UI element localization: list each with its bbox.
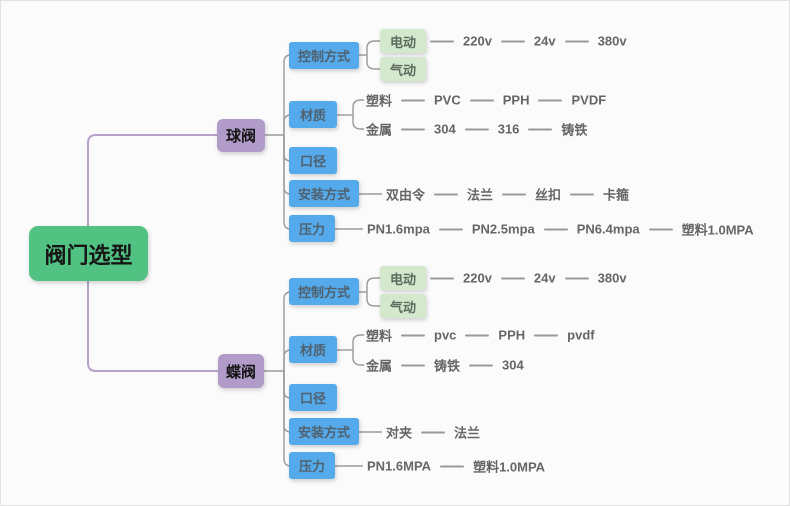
leaf-node-install-item[interactable]: 双由令: [386, 187, 426, 203]
leaf-node-metal[interactable]: 金属: [366, 122, 393, 138]
connector-dash: [430, 40, 454, 42]
chain-voltages-ball: 220v 24v 380v: [430, 34, 627, 49]
connector-dash: [401, 334, 426, 336]
chain-installation-ball: 双由令 法兰 丝扣 卡箍: [386, 185, 629, 204]
leaf-node-electric-ball[interactable]: 电动: [380, 29, 426, 53]
connector-dash: [528, 128, 553, 130]
leaf-node-install-item[interactable]: 法兰: [467, 187, 494, 203]
connector-dash: [543, 228, 568, 230]
chain-metal-butterfly: 金属 铸铁 304: [366, 356, 524, 375]
leaf-node-pressure-item[interactable]: PN6.4mpa: [576, 221, 640, 237]
connector-dash: [401, 364, 426, 366]
topic-node-control-butterfly[interactable]: 控制方式: [289, 278, 359, 305]
connector-dash: [430, 277, 454, 279]
topic-node-diameter-butterfly[interactable]: 口径: [289, 384, 337, 411]
topic-node-diameter-ball[interactable]: 口径: [289, 147, 337, 174]
connector-dash: [648, 228, 673, 230]
leaf-node-material-item[interactable]: PVC: [434, 92, 461, 108]
leaf-node-pressure-item[interactable]: PN1.6mpa: [367, 221, 430, 237]
leaf-node-voltage[interactable]: 24v: [533, 270, 556, 286]
connector-dash: [564, 277, 589, 279]
topic-node-pressure-butterfly[interactable]: 压力: [289, 452, 335, 479]
connector-dash: [421, 431, 446, 433]
chain-pressure-ball: PN1.6mpa PN2.5mpa PN6.4mpa 塑料1.0MPA: [367, 220, 754, 239]
leaf-node-pressure-item[interactable]: PN2.5mpa: [471, 221, 535, 237]
connector-dash: [469, 364, 494, 366]
chain-pressure-butterfly: PN1.6MPA 塑料1.0MPA: [367, 457, 545, 476]
leaf-node-material-item[interactable]: PVDF: [571, 92, 607, 108]
leaf-node-voltage[interactable]: 380v: [597, 270, 627, 286]
connector-dash: [500, 277, 525, 279]
connector-dash: [465, 334, 490, 336]
connector-dash: [500, 40, 525, 42]
leaf-node-material-item[interactable]: 铸铁: [561, 122, 588, 138]
leaf-node-install-item[interactable]: 丝扣: [535, 187, 562, 203]
topic-node-installation-ball[interactable]: 安装方式: [289, 180, 359, 207]
topic-node-material-butterfly[interactable]: 材质: [289, 336, 337, 363]
leaf-node-voltage[interactable]: 380v: [597, 33, 627, 49]
leaf-node-install-item[interactable]: 对夹: [386, 425, 413, 441]
topic-node-pressure-ball[interactable]: 压力: [289, 215, 335, 242]
chain-plastic-ball: 塑料 PVC PPH PVDF: [366, 91, 606, 110]
connector-dash: [438, 228, 463, 230]
leaf-node-pneumatic-butterfly[interactable]: 气动: [380, 294, 426, 318]
root-node-valve-selection[interactable]: 阀门选型: [29, 226, 148, 281]
leaf-node-material-item[interactable]: 304: [434, 121, 456, 137]
topic-node-control-ball[interactable]: 控制方式: [289, 42, 359, 69]
branch-node-butterfly-valve[interactable]: 蝶阀: [218, 354, 264, 388]
chain-voltages-butterfly: 220v 24v 380v: [430, 271, 627, 286]
leaf-node-material-item[interactable]: 304: [502, 357, 524, 373]
connector-dash: [564, 40, 589, 42]
leaf-node-material-item[interactable]: pvc: [434, 327, 457, 343]
connector-dash: [464, 128, 489, 130]
leaf-node-install-item[interactable]: 卡箍: [603, 187, 630, 203]
chain-plastic-butterfly: 塑料 pvc PPH pvdf: [366, 326, 595, 345]
leaf-node-pneumatic-ball[interactable]: 气动: [380, 57, 426, 81]
topic-node-material-ball[interactable]: 材质: [289, 101, 337, 128]
connector-dash: [401, 128, 426, 130]
leaf-node-install-item[interactable]: 法兰: [454, 425, 481, 441]
leaf-node-metal[interactable]: 金属: [366, 358, 393, 374]
connector-dash: [469, 99, 494, 101]
branch-node-ball-valve[interactable]: 球阀: [217, 119, 265, 152]
leaf-node-material-item[interactable]: 316: [497, 121, 520, 137]
leaf-node-electric-butterfly[interactable]: 电动: [380, 266, 426, 290]
leaf-node-pressure-item[interactable]: 塑料1.0MPA: [681, 222, 754, 238]
leaf-node-material-item[interactable]: PPH: [502, 92, 530, 108]
connector-dash: [440, 465, 465, 467]
leaf-node-pressure-item[interactable]: PN1.6MPA: [367, 458, 432, 474]
leaf-node-material-item[interactable]: 铸铁: [434, 358, 461, 374]
topic-node-installation-butterfly[interactable]: 安装方式: [289, 418, 359, 445]
leaf-node-material-item[interactable]: pvdf: [567, 327, 595, 343]
leaf-node-voltage[interactable]: 24v: [533, 33, 556, 49]
connector-dash: [534, 334, 559, 336]
chain-installation-butterfly: 对夹 法兰: [386, 423, 480, 442]
leaf-node-voltage[interactable]: 220v: [463, 270, 492, 286]
connector-dash: [570, 193, 595, 195]
leaf-node-voltage[interactable]: 220v: [463, 33, 492, 49]
chain-metal-ball: 金属 304 316 铸铁: [366, 120, 587, 139]
leaf-node-pressure-item[interactable]: 塑料1.0MPA: [473, 459, 546, 475]
leaf-node-plastic[interactable]: 塑料: [366, 328, 393, 344]
leaf-node-material-item[interactable]: PPH: [498, 327, 526, 343]
connector-dash: [401, 99, 426, 101]
leaf-node-plastic[interactable]: 塑料: [366, 93, 393, 109]
connector-dash: [502, 193, 527, 195]
connector-dash: [434, 193, 459, 195]
connector-dash: [538, 99, 563, 101]
